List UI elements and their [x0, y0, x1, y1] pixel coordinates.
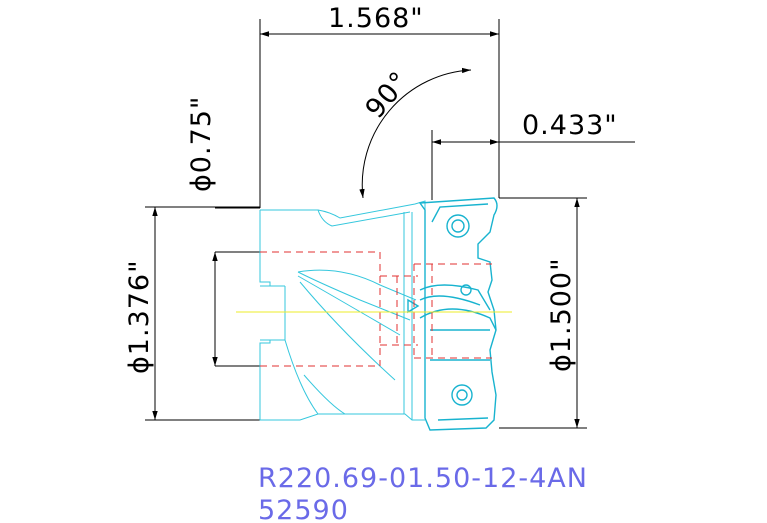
dim-angle: 90°: [360, 66, 416, 125]
hidden-bore: [260, 251, 492, 367]
dim-arbor-diameter: ϕ0.75": [186, 96, 217, 192]
dim-insert-length: 0.433": [522, 110, 618, 141]
part-number-label: R220.69-01.50-12-4AN: [258, 463, 588, 494]
insert-pocket: [407, 197, 498, 431]
dim-cutting-diameter: ϕ1.500": [546, 257, 577, 372]
cutter-body: [259, 200, 426, 421]
dimension-lines: [145, 19, 635, 429]
dim-body-diameter: ϕ1.376": [124, 259, 155, 374]
dim-overall-length: 1.568": [328, 3, 424, 34]
item-code-label: 52590: [258, 495, 349, 523]
